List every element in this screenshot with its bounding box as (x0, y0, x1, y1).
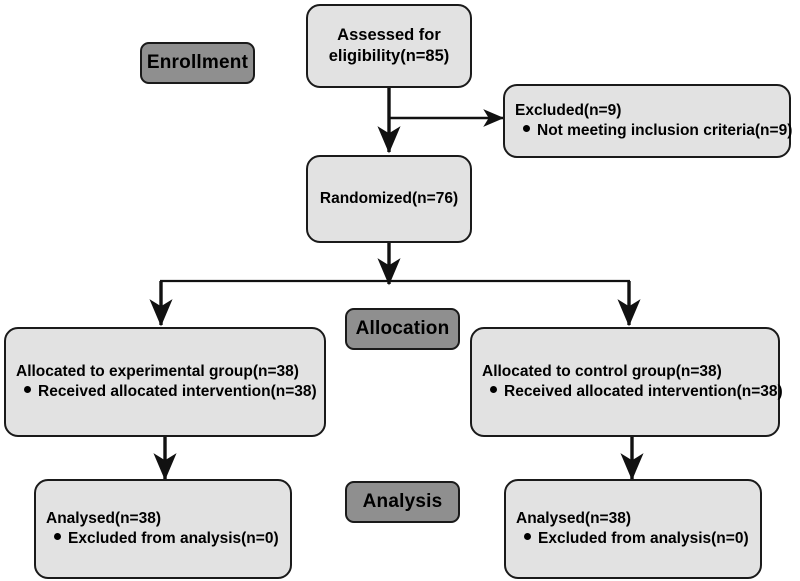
stage-label-allocation: Allocation (345, 308, 460, 350)
bullet-icon (490, 386, 497, 393)
node-allocated-control-title: Allocated to control group(n=38) (482, 363, 722, 381)
bullet-icon (54, 533, 61, 540)
node-randomized: Randomized(n=76) (306, 155, 472, 243)
node-analysed-control: Analysed(n=38) Excluded from analysis(n=… (504, 479, 762, 579)
node-excluded: Excluded(n=9) Not meeting inclusion crit… (503, 84, 792, 158)
node-analysed-experimental-title: Analysed(n=38) (46, 510, 162, 528)
node-excluded-title: Excluded(n=9) (515, 102, 622, 120)
node-allocated-control-bullet-row: Received allocated intervention(n=38) (482, 382, 783, 402)
node-allocated-experimental-bullet-1: Received allocated intervention(n=38) (38, 383, 317, 400)
stage-label-analysis: Analysis (345, 481, 460, 523)
node-analysed-experimental-bullet-1: Excluded from analysis(n=0) (68, 530, 279, 547)
stage-label-enrollment-text: Enrollment (146, 52, 249, 73)
node-analysed-experimental-bullet-row: Excluded from analysis(n=0) (46, 529, 282, 549)
node-allocated-experimental: Allocated to experimental group(n=38) Re… (4, 327, 326, 437)
node-allocated-experimental-bullet-row: Received allocated intervention(n=38) (16, 382, 317, 402)
node-randomized-title: Randomized(n=76) (319, 190, 459, 208)
node-analysed-control-bullet-1: Excluded from analysis(n=0) (538, 530, 749, 547)
node-analysed-experimental: Analysed(n=38) Excluded from analysis(n=… (34, 479, 292, 579)
bullet-icon (523, 125, 530, 132)
node-allocated-control-bullet-1: Received allocated intervention(n=38) (504, 383, 783, 400)
node-allocated-control: Allocated to control group(n=38) Receive… (470, 327, 783, 437)
node-excluded-bullet-1: Not meeting inclusion criteria(n=9) (537, 122, 793, 139)
node-excluded-bullet-row: Not meeting inclusion criteria(n=9) (515, 121, 792, 141)
node-analysed-control-bullet-row: Excluded from analysis(n=0) (516, 529, 752, 549)
stage-label-enrollment: Enrollment (140, 42, 255, 84)
node-allocated-experimental-title: Allocated to experimental group(n=38) (16, 363, 299, 381)
stage-label-analysis-text: Analysis (362, 491, 443, 512)
node-assessed-line1: Assessed for (337, 25, 441, 44)
bullet-icon (24, 386, 31, 393)
node-assessed-line2: eligibility(n=85) (328, 47, 450, 65)
bullet-icon (524, 533, 531, 540)
node-analysed-control-title: Analysed(n=38) (516, 510, 632, 528)
node-assessed-for-eligibility: Assessed for eligibility(n=85) (306, 4, 472, 88)
stage-label-allocation-text: Allocation (355, 318, 450, 339)
